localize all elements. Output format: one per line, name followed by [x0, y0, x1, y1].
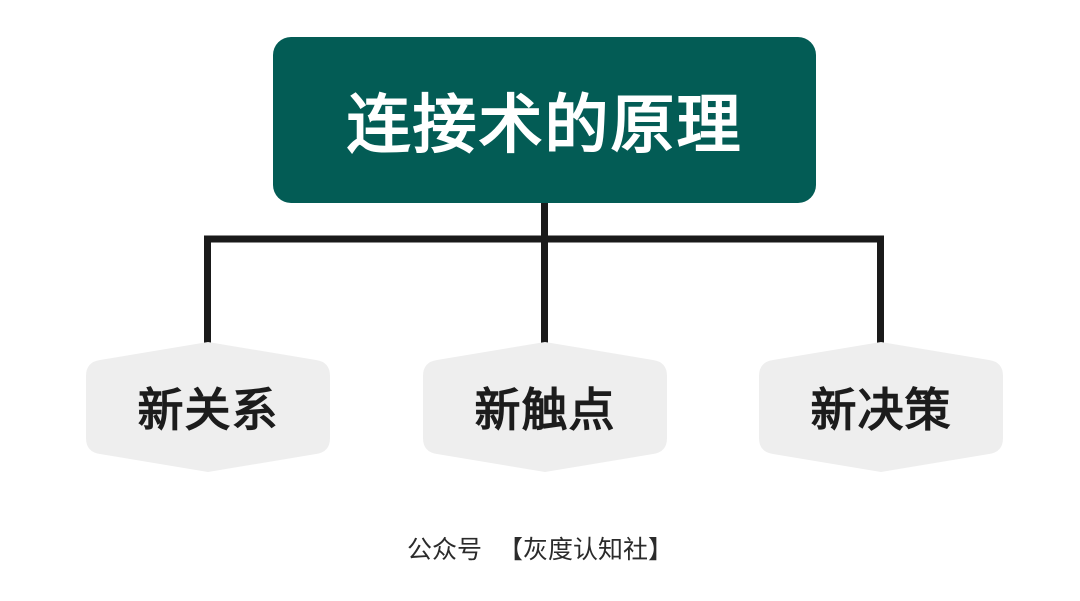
- root-node: 连接术的原理: [273, 37, 816, 203]
- child-node-new-touchpoint: 新触点: [423, 342, 667, 472]
- child-node-label: 新决策: [810, 383, 952, 437]
- child-node-label: 新关系: [137, 383, 279, 437]
- child-node-new-relationship: 新关系: [86, 342, 330, 472]
- footer-credit: 公众号 【灰度认知社】: [407, 535, 673, 564]
- child-node-label: 新触点: [474, 383, 616, 437]
- child-node-new-decision: 新决策: [759, 342, 1003, 472]
- root-node-label: 连接术的原理: [346, 89, 743, 163]
- hexagon-shape: [423, 342, 667, 472]
- hexagon-shape: [759, 342, 1003, 472]
- hexagon-shape: [86, 342, 330, 472]
